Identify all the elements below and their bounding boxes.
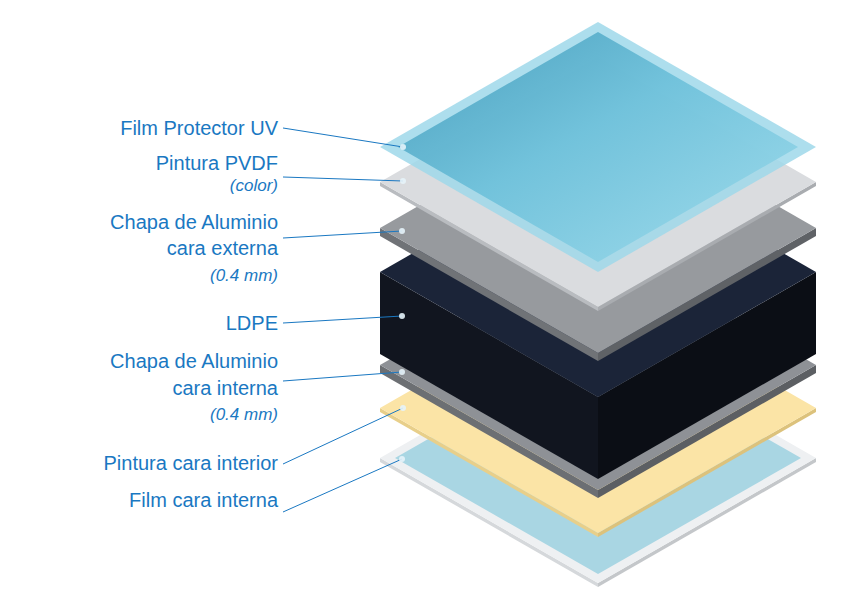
leader-dots — [399, 144, 406, 462]
part-label: Pintura PVDF — [8, 150, 278, 176]
dimension-label: (0.4 mm) — [8, 266, 278, 286]
leader-lines — [283, 128, 403, 512]
spec-note: (color) — [8, 176, 278, 196]
part-label: Film Protector UV — [8, 115, 278, 141]
part-label: Film cara interna — [8, 487, 278, 513]
part-label: Chapa de Aluminio cara interna — [93, 348, 278, 402]
part-label: Chapa de Aluminio cara externa — [93, 209, 278, 261]
dimension-label: (0.4 mm) — [8, 405, 278, 425]
part-label: LDPE — [8, 310, 278, 336]
uv-film-layer — [380, 22, 816, 272]
part-label: Pintura cara interior — [8, 450, 278, 476]
